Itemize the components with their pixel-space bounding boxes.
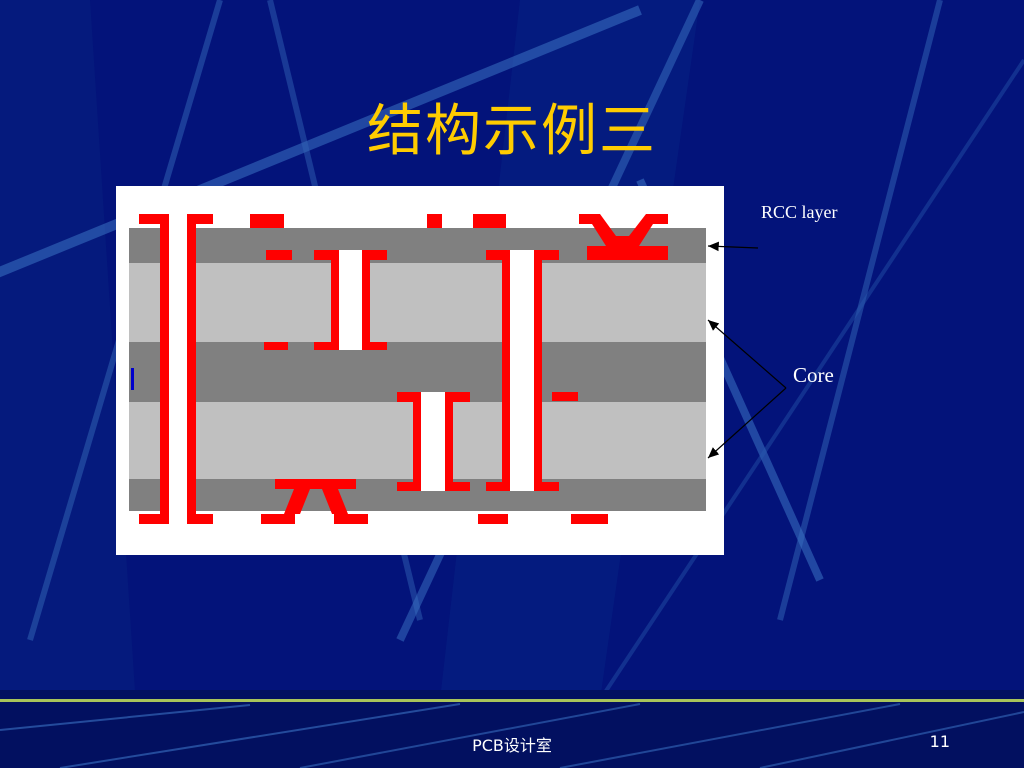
page-number: 11 <box>929 732 950 751</box>
core-arrow-lower <box>707 387 787 459</box>
slide-title: 结构示例三 <box>367 99 657 164</box>
top-microvia-left <box>250 214 292 350</box>
rcc-arrow <box>707 241 759 252</box>
copper-features <box>139 214 668 524</box>
core-layer-upper <box>129 263 706 342</box>
edge-marker <box>131 368 134 390</box>
pcb-cross-section-diagram <box>116 186 724 555</box>
stacked-via-column <box>427 214 578 524</box>
bottom-microvia-left <box>261 479 368 524</box>
core-arrow-upper <box>707 319 787 389</box>
footer-divider <box>0 699 1024 702</box>
rcc-layer-label: RCC layer <box>761 202 838 222</box>
footer-text: PCB设计室 <box>472 736 552 755</box>
core-label: Core <box>793 363 834 387</box>
buried-via-upper <box>314 250 387 350</box>
bottom-pad-right <box>571 514 608 524</box>
top-microvia-right <box>579 214 668 260</box>
buried-via-lower <box>397 392 470 491</box>
through-hole-via <box>139 214 213 524</box>
drill-holes <box>169 214 534 524</box>
